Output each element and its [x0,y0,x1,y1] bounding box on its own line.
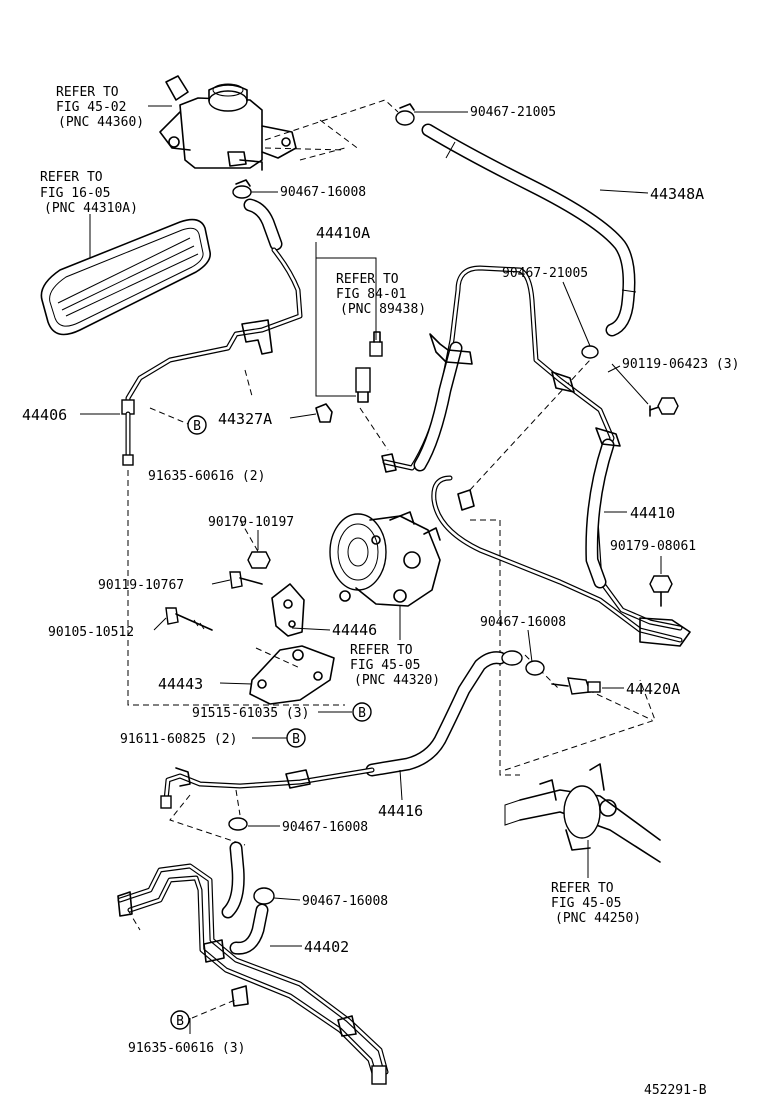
svg-text:REFER TO: REFER TO [336,272,399,287]
figure-id: 452291-B [644,1083,707,1098]
label-90467-16008-b[interactable]: 90467-16008 [480,615,566,630]
dashed-locator-lines [127,99,656,1019]
svg-text:FIG 45-05: FIG 45-05 [350,658,420,673]
steering-gear-assembly[interactable] [504,763,661,863]
svg-text:REFER TO: REFER TO [551,881,614,896]
svg-text:REFER TO: REFER TO [40,170,103,185]
svg-text:REFER TO: REFER TO [350,643,413,658]
union-44420a[interactable] [551,677,601,695]
label-44402[interactable]: 44402 [304,938,349,956]
label-44348a[interactable]: 44348A [650,185,704,203]
svg-text:FIG 16-05: FIG 16-05 [40,186,110,201]
refer-note-fig-45-02: REFER TO FIG 45-02 (PNC 44360) [56,85,144,130]
label-90467-16008-c[interactable]: 90467-16008 [282,820,368,835]
label-90119-10767[interactable]: 90119-10767 [98,578,184,593]
clamp-90467-21005-top[interactable] [395,103,415,126]
refer-note-fig-45-05-gear: REFER TO FIG 45-05 (PNC 44250) [551,881,641,926]
refer-note-fig-16-05: REFER TO FIG 16-05 (PNC 44310A) [40,170,138,216]
label-90467-21005-mid[interactable]: 90467-21005 [502,266,588,281]
nut-90179-08061[interactable] [649,575,673,607]
reservoir-tank[interactable] [159,75,297,171]
svg-text:FIG 45-05: FIG 45-05 [551,896,621,911]
suction-hose-upper[interactable] [243,198,283,251]
label-44406[interactable]: 44406 [22,406,67,424]
refer-note-fig-84-01: REFER TO FIG 84-01 (PNC 89438) [336,272,426,317]
svg-text:(PNC 44310A): (PNC 44310A) [44,201,138,216]
label-91635-60616-3[interactable]: 91635-60616 (3) [128,1041,245,1056]
label-44327a[interactable]: 44327A [218,410,272,428]
clamp-90467-16008-b[interactable] [525,660,545,676]
bracket-44446[interactable] [271,583,305,637]
label-44410[interactable]: 44410 [630,504,675,522]
label-90467-16008-a[interactable]: 90467-16008 [280,185,366,200]
nut-90179-10197[interactable] [247,551,271,569]
svg-text:FIG 84-01: FIG 84-01 [336,287,406,302]
svg-text:(PNC 44250): (PNC 44250) [555,911,641,926]
bolt-90119-10767[interactable] [229,571,263,589]
svg-text:(PNC 89438): (PNC 89438) [340,302,426,317]
pressure-hose-44416[interactable] [160,650,523,809]
label-91515-61035[interactable]: 91515-61035 (3) [192,706,309,721]
svg-text:B: B [193,419,201,434]
clip-44327a[interactable] [315,403,333,423]
bolt-90105-10512[interactable] [165,607,213,631]
label-44443[interactable]: 44443 [158,675,203,693]
power-steering-pump[interactable] [329,511,441,607]
label-91635-60616-2[interactable]: 91635-60616 (2) [148,469,265,484]
bracket-44443[interactable] [249,645,335,705]
label-90467-16008-d[interactable]: 90467-16008 [302,894,388,909]
pressure-pipe-44406[interactable] [121,247,303,466]
label-90119-06423[interactable]: 90119-06423 (3) [622,357,739,372]
marker-b-3: B [286,728,306,748]
label-44416[interactable]: 44416 [378,802,423,820]
svg-text:FIG 45-02: FIG 45-02 [56,100,126,115]
label-90467-21005-top[interactable]: 90467-21005 [470,105,556,120]
bolt-90119-06423[interactable] [649,397,679,417]
marker-b-2: B [352,702,372,722]
svg-text:(PNC 44320): (PNC 44320) [354,673,440,688]
return-tube-44402[interactable] [117,841,389,1085]
svg-text:B: B [358,706,366,721]
marker-b-4: B [170,1010,190,1030]
svg-text:B: B [176,1014,184,1029]
label-90105-10512[interactable]: 90105-10512 [48,625,134,640]
label-44446[interactable]: 44446 [332,621,377,639]
label-90179-10197[interactable]: 90179-10197 [208,515,294,530]
label-44410a[interactable]: 44410A [316,224,370,242]
clamp-90467-16008-d[interactable] [253,887,275,905]
label-91611-60825[interactable]: 91611-60825 (2) [120,732,237,747]
pressure-tube-44410[interactable] [381,265,691,647]
svg-text:REFER TO: REFER TO [56,85,119,100]
clamp-90467-21005-mid[interactable] [581,345,599,359]
drive-belt[interactable] [40,218,212,336]
svg-text:(PNC 44360): (PNC 44360) [58,115,144,130]
clamp-90467-16008-c[interactable] [228,817,248,831]
label-44420a[interactable]: 44420A [626,680,680,698]
leader-lines [80,111,662,1034]
svg-text:B: B [292,732,300,747]
label-90179-08061[interactable]: 90179-08061 [610,539,696,554]
pressure-switch-44410a[interactable] [315,257,383,403]
refer-note-fig-45-05-pump: REFER TO FIG 45-05 (PNC 44320) [350,643,440,688]
return-hose-44348a[interactable] [421,123,637,337]
clamp-90467-16008-a[interactable] [232,179,252,199]
marker-b-1: B [187,415,207,435]
